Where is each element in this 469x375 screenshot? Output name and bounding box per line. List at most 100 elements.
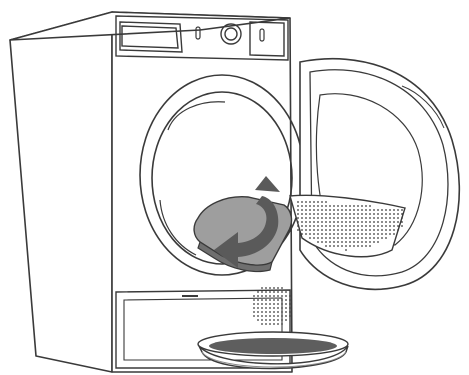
filter-perforation <box>305 209 307 211</box>
filter-perforation <box>297 201 299 203</box>
filter-perforation <box>325 209 327 211</box>
grille-hole <box>277 319 279 321</box>
grille-hole <box>269 323 271 325</box>
filter-perforation <box>301 201 303 203</box>
filter-perforation <box>361 233 363 235</box>
filter-perforation <box>333 241 335 243</box>
grille-hole <box>261 295 263 297</box>
grille-hole <box>265 299 267 301</box>
filter-perforation <box>309 205 311 207</box>
filter-perforation <box>313 237 315 239</box>
filter-perforation <box>361 241 363 243</box>
filter-perforation <box>389 209 391 211</box>
grille-hole <box>285 303 287 305</box>
filter-perforation <box>357 229 359 231</box>
grille-hole <box>281 299 283 301</box>
filter-perforation <box>401 217 403 219</box>
grille-hole <box>277 303 279 305</box>
filter-perforation <box>325 205 327 207</box>
filter-perforation <box>381 237 383 239</box>
filter-perforation <box>317 221 319 223</box>
filter-perforation <box>301 229 303 231</box>
grille-hole <box>261 319 263 321</box>
filter-perforation <box>313 205 315 207</box>
filter-perforation <box>341 213 343 215</box>
filter-perforation <box>361 229 363 231</box>
filter-perforation <box>357 205 359 207</box>
filter-perforation <box>313 221 315 223</box>
filter-perforation <box>361 217 363 219</box>
filter-perforation <box>337 233 339 235</box>
grille-hole <box>277 311 279 313</box>
filter-perforation <box>377 209 379 211</box>
grille-hole <box>281 311 283 313</box>
filter-perforation <box>353 217 355 219</box>
filter-perforation <box>401 221 403 223</box>
filter-perforation <box>353 221 355 223</box>
grille-hole <box>261 303 263 305</box>
filter-perforation <box>349 205 351 207</box>
grille-hole <box>253 295 255 297</box>
filter-perforation <box>377 241 379 243</box>
filter-perforation <box>321 217 323 219</box>
grille-hole <box>285 291 287 293</box>
filter-perforation <box>345 241 347 243</box>
filter-perforation <box>337 209 339 211</box>
filter-perforation <box>353 233 355 235</box>
grille-hole <box>265 323 267 325</box>
filter-perforation <box>377 217 379 219</box>
filter-perforation <box>393 217 395 219</box>
filter-perforation <box>385 229 387 231</box>
filter-perforation <box>381 213 383 215</box>
grille-hole <box>257 307 259 309</box>
filter-perforation <box>337 237 339 239</box>
filter-perforation <box>313 201 315 203</box>
filter-perforation <box>369 245 371 247</box>
filter-perforation <box>317 209 319 211</box>
filter-perforation <box>373 233 375 235</box>
filter-perforation <box>365 221 367 223</box>
grille-hole <box>273 319 275 321</box>
filter-perforation <box>317 241 319 243</box>
filter-perforation <box>381 221 383 223</box>
filter-perforation <box>297 209 299 211</box>
grille-hole <box>281 323 283 325</box>
grille-hole <box>269 299 271 301</box>
filter-perforation <box>333 205 335 207</box>
filter-perforation <box>321 225 323 227</box>
filter-perforation <box>325 225 327 227</box>
filter-perforation <box>369 241 371 243</box>
filter-perforation <box>309 221 311 223</box>
filter-perforation <box>305 201 307 203</box>
filter-perforation <box>361 213 363 215</box>
filter-perforation <box>401 225 403 227</box>
filter-perforation <box>377 229 379 231</box>
filter-perforation <box>309 233 311 235</box>
filter-perforation <box>345 221 347 223</box>
filter-perforation <box>313 217 315 219</box>
filter-perforation <box>309 237 311 239</box>
filter-perforation <box>341 233 343 235</box>
filter-perforation <box>365 233 367 235</box>
filter-perforation <box>385 213 387 215</box>
grille-hole <box>257 315 259 317</box>
filter-perforation <box>393 209 395 211</box>
filter-perforation <box>377 233 379 235</box>
filter-perforation <box>317 213 319 215</box>
filter-perforation <box>373 237 375 239</box>
grille-hole <box>257 303 259 305</box>
filter-perforation <box>297 229 299 231</box>
filter-perforation <box>349 213 351 215</box>
filter-perforation <box>361 221 363 223</box>
filter-perforation <box>345 213 347 215</box>
grille-hole <box>269 303 271 305</box>
filter-perforation <box>321 221 323 223</box>
grille-hole <box>285 307 287 309</box>
filter-perforation <box>325 217 327 219</box>
filter-perforation <box>345 209 347 211</box>
filter-perforation <box>341 221 343 223</box>
grille-hole <box>277 295 279 297</box>
filter-perforation <box>321 241 323 243</box>
grille-hole <box>261 291 263 293</box>
